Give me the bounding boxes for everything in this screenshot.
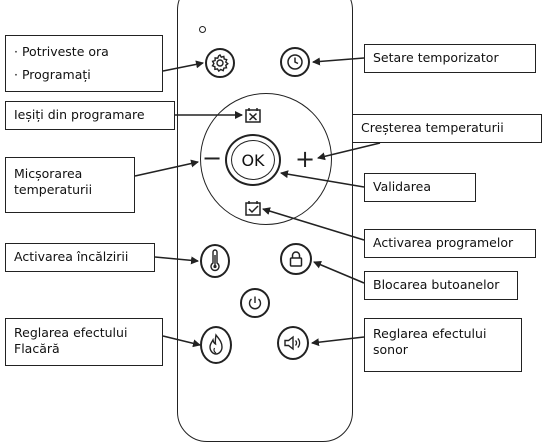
label-flame-effect-line1: Reglarea efectului (14, 325, 128, 340)
arrow-settings (162, 60, 204, 72)
arrow-validate (280, 170, 365, 188)
arrow-decrease (134, 159, 199, 177)
exit-program-icon[interactable] (244, 106, 262, 124)
arrow-programs (262, 207, 365, 241)
lock-button[interactable] (280, 243, 312, 275)
label-program: Programați (21, 67, 91, 82)
arrow-timer (312, 57, 365, 66)
speaker-icon (284, 335, 301, 351)
minus-button[interactable]: − (202, 144, 223, 172)
ok-button-label: OK (231, 140, 275, 180)
arrow-flame (162, 335, 201, 348)
label-set-timer-text: Setare temporizator (373, 50, 499, 65)
label-validate: Validarea (364, 173, 476, 202)
label-adjust-time: Potriveste ora (21, 44, 109, 59)
flame-button[interactable] (200, 326, 232, 364)
power-icon (248, 296, 262, 310)
settings-button[interactable] (205, 48, 235, 78)
label-increase-temperature-text: Creșterea temperaturii (361, 120, 504, 135)
label-decrease-temperature-line1: Micșorarea (14, 166, 83, 181)
label-set-timer: Setare temporizator (364, 44, 536, 73)
label-validate-text: Validarea (373, 179, 431, 194)
arrow-lock (313, 261, 365, 284)
label-lock-buttons-text: Blocarea butoanelor (373, 277, 500, 292)
label-decrease-temperature: Micșorarea temperaturii (5, 157, 135, 213)
label-lock-buttons: Blocarea butoanelor (364, 271, 518, 300)
timer-button[interactable] (280, 47, 310, 77)
label-flame-effect-line2: Flacără (14, 341, 60, 356)
label-adjust-time-program: · Potriveste ora · Programați (5, 35, 163, 92)
lock-icon (289, 251, 303, 267)
ok-button[interactable]: OK (225, 134, 281, 186)
activate-programs-icon[interactable] (244, 199, 262, 217)
label-decrease-temperature-line2: temperaturii (14, 182, 93, 197)
label-activate-heating: Activarea încălzirii (5, 243, 155, 272)
label-increase-temperature: Creșterea temperaturii (352, 114, 542, 143)
label-flame-effect: Reglarea efectului Flacără (5, 318, 163, 366)
callout-arrows (134, 57, 381, 348)
label-activate-programs: Activarea programelor (364, 229, 536, 258)
indicator-led (199, 26, 206, 33)
label-exit-program-text: Ieșiți din programare (14, 107, 145, 122)
gear-icon (211, 54, 229, 73)
flame-icon (209, 333, 223, 355)
label-activate-programs-text: Activarea programelor (373, 235, 514, 250)
arrow-heating (154, 256, 199, 265)
heating-button[interactable] (200, 244, 230, 278)
arrow-sound (311, 336, 365, 347)
label-sound-effect-line1: Reglarea efectului (373, 326, 487, 341)
label-sound-effect-line2: sonor (373, 342, 408, 357)
plus-button[interactable]: + (295, 145, 316, 173)
thermometer-icon (210, 249, 220, 272)
arrow-increase (317, 142, 381, 161)
sound-button[interactable] (277, 326, 309, 360)
power-button[interactable] (240, 288, 270, 318)
label-exit-program: Ieșiți din programare (5, 101, 175, 130)
label-activate-heating-text: Activarea încălzirii (14, 249, 129, 264)
clock-icon (287, 54, 303, 70)
label-sound-effect: Reglarea efectului sonor (364, 318, 522, 372)
